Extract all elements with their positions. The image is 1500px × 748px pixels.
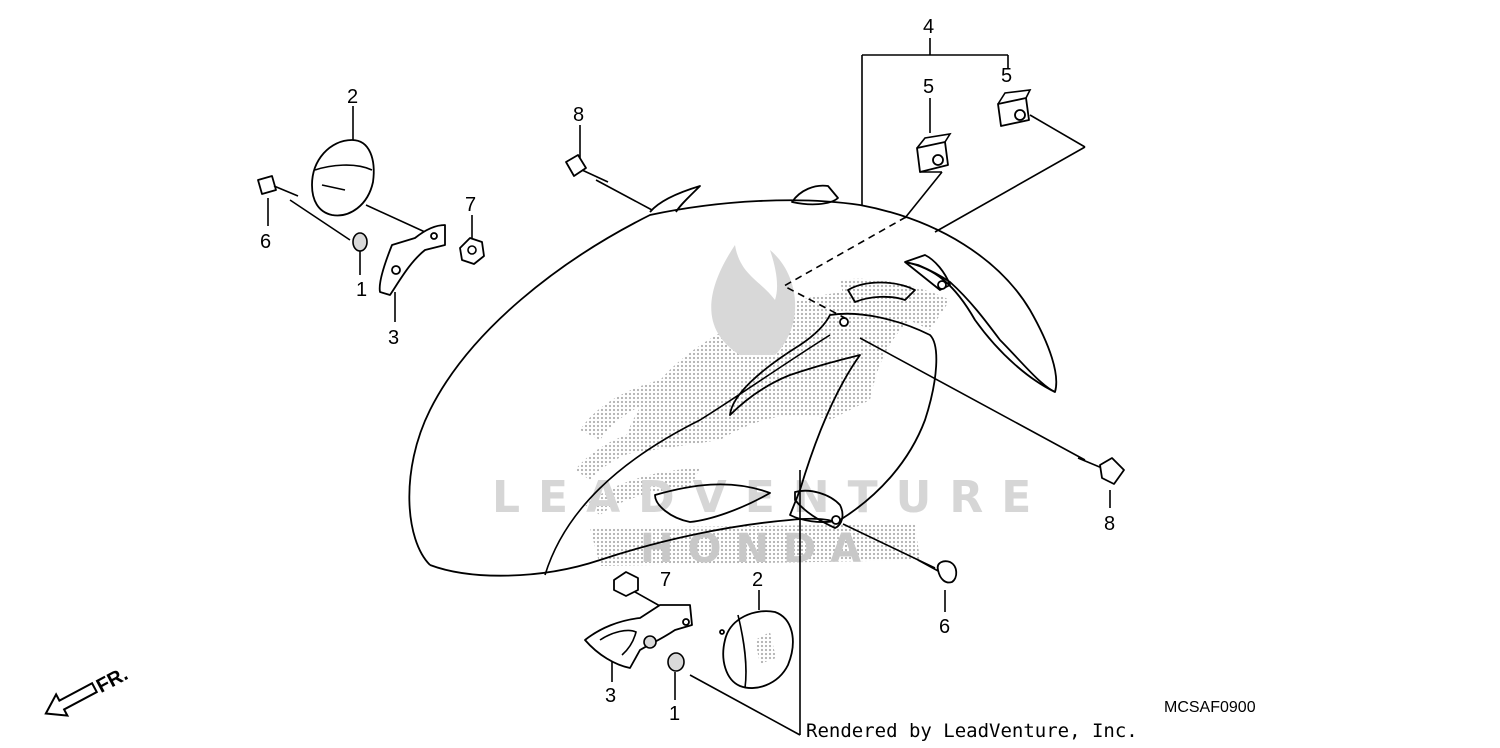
callout-8-right: 8	[1104, 513, 1115, 535]
washer-1-bottom	[643, 635, 685, 672]
callout-6-bottom: 6	[939, 616, 950, 638]
wing-logo-watermark	[575, 245, 950, 515]
callout-1-bottom: 1	[669, 703, 680, 725]
bracket-3-bottom	[584, 604, 693, 669]
callout-1-top: 1	[356, 279, 367, 301]
front-fender	[408, 184, 1058, 577]
hidden-lines	[782, 216, 907, 319]
reflector-bottom	[719, 610, 794, 689]
reflector-top	[311, 139, 375, 217]
arrow-left-icon	[44, 681, 99, 717]
callout-7-bottom: 7	[660, 569, 671, 591]
callout-6-top: 6	[260, 231, 271, 253]
clip-5-right	[997, 89, 1032, 127]
rendered-by-credit: Rendered by LeadVenture, Inc.	[806, 720, 1138, 742]
nut-7-bottom	[613, 571, 639, 597]
bolt-6-top	[257, 175, 299, 197]
callout-5-left: 5	[923, 76, 934, 98]
callout-4-bracket	[861, 38, 1009, 205]
front-direction-indicator: FR.	[44, 663, 132, 717]
honda-wordmark-watermark: HONDA	[590, 524, 920, 572]
washer-1-top	[352, 232, 368, 252]
nut-7-top	[459, 237, 485, 265]
callout-5-right: 5	[1001, 65, 1012, 87]
leader-lines	[267, 98, 1111, 736]
bracket-3-top	[378, 224, 446, 296]
bolt-6-bottom	[917, 559, 958, 584]
direction-label: FR.	[93, 663, 132, 698]
watermark: LEADVENTURE HONDA	[492, 245, 1031, 572]
bolt-8-top	[565, 154, 609, 183]
watermark-honda-text: HONDA	[640, 526, 875, 572]
bolt-8-right	[1077, 457, 1125, 485]
callout-3-bottom: 3	[605, 685, 616, 707]
callout-4: 4	[923, 16, 934, 38]
callout-2-top: 2	[347, 86, 358, 108]
callout-labels: 4 5 5 2 8 7 6 1 3 8 7 2 6 3 1	[260, 16, 1115, 725]
callout-8-top: 8	[573, 104, 584, 126]
callout-7-top: 7	[465, 194, 476, 216]
diagram-code: MCSAF0900	[1164, 699, 1256, 716]
callout-3-top: 3	[388, 327, 399, 349]
clip-5-left	[916, 132, 952, 173]
callout-2-bottom: 2	[752, 569, 763, 591]
